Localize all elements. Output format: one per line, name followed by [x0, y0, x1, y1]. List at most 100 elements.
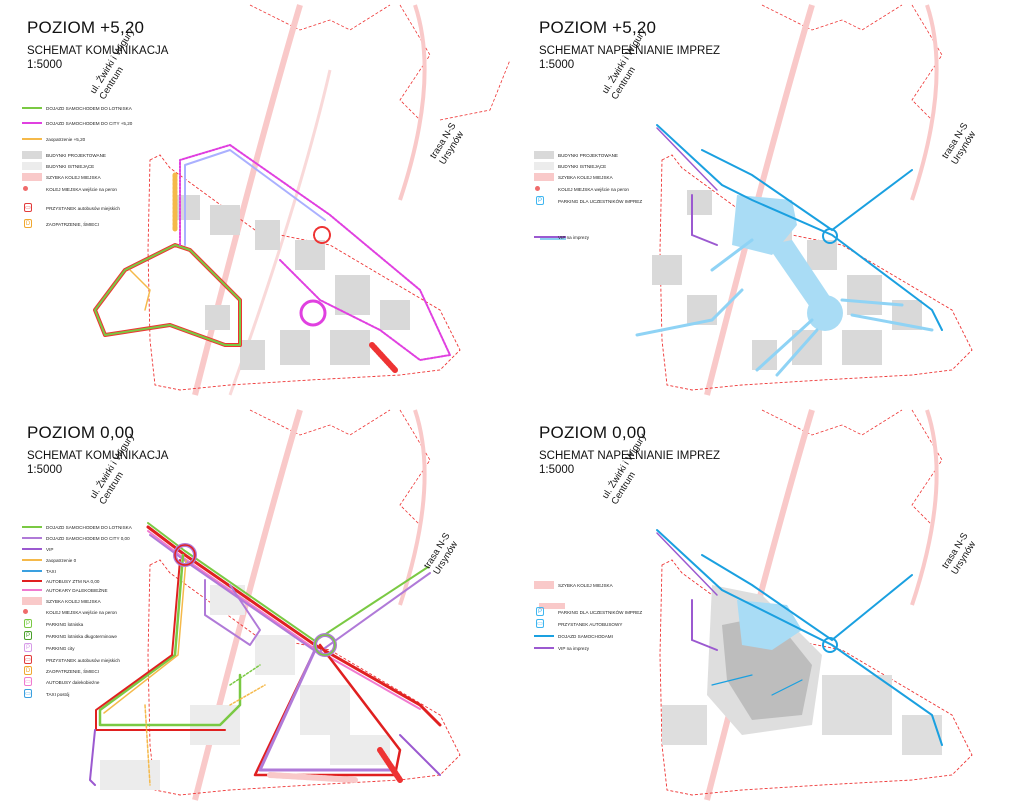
- legend-swatch: P: [22, 619, 42, 629]
- legend-label: PRZYSTANEK autobusów miejskich: [46, 205, 120, 211]
- legend-label: DOJAZD SAMOCHODEM DO CITY 0,00: [46, 535, 130, 541]
- scale-label: 1:5000: [539, 464, 575, 476]
- legend-item: BUDYNKI ISTNIEJĄCE: [22, 160, 94, 172]
- legend-label: VIP na imprezy: [558, 645, 590, 651]
- legend-fill-icon: [22, 173, 42, 181]
- legend-label: BUDYNKI ISTNIEJĄCE: [558, 163, 607, 169]
- legend-label: PARKING DLA UCZESTNIKÓW IMPREZ: [558, 198, 643, 204]
- legend-swatch: D: [22, 666, 42, 676]
- station-entrance-icon: [23, 609, 28, 614]
- legend-label: KOLEJ MIEJSKA wejście na peron: [558, 186, 629, 192]
- legend-item: DOJAZD SAMOCHODEM DO CITY 0,00: [22, 532, 130, 544]
- legend-swatch: [22, 150, 42, 160]
- legend-item: BUDYNKI PROJEKTOWANE: [534, 149, 618, 161]
- legend-label: SZYBKA KOLEJ MIEJSKA: [558, 582, 613, 588]
- legend-line-icon: [22, 580, 42, 582]
- legend-fill-icon: [22, 162, 42, 170]
- legend-label: TAXI postój: [46, 691, 70, 697]
- legend-symbol-icon: P: [24, 619, 32, 628]
- legend-fill-icon: [534, 581, 554, 589]
- legend-swatch: [22, 184, 42, 194]
- scale-label: 1:5000: [27, 59, 63, 71]
- legend-line-icon: [22, 526, 42, 528]
- legend-swatch: [22, 555, 42, 565]
- legend-line-icon: [534, 236, 554, 238]
- legend-item: ▭ AUTOBUSY dalekobieżne: [22, 676, 99, 688]
- site-plan: [540, 4, 973, 396]
- legend-symbol-icon: ▭: [24, 655, 32, 664]
- legend-swatch: [22, 585, 42, 595]
- legend-swatch: ▭: [22, 677, 42, 687]
- legend-swatch: [22, 134, 42, 144]
- station-entrance-icon: [23, 186, 28, 191]
- legend-item: DOJAZD SAMOCHODEM DO LOTNISKA: [22, 102, 132, 114]
- legend-symbol-icon: ▭: [536, 619, 544, 628]
- legend-swatch: [22, 522, 42, 532]
- legend-label: AUTOBUSY ZTM NA 0,00: [46, 578, 100, 584]
- legend-item: DOJAZD SAMOCHODAMI: [534, 630, 613, 642]
- legend-label: zaopatrzenie +5,20: [46, 136, 86, 142]
- legend-swatch: [22, 103, 42, 113]
- legend-label: SZYBKA KOLEJ MIEJSKA: [46, 598, 101, 604]
- legend-swatch: P: [534, 607, 554, 617]
- legend-item: P PARKING lotniska długoterminowe: [22, 630, 117, 642]
- legend-item: zaopatrzenie +5,20: [22, 133, 85, 145]
- legend-label: DOJAZD SAMOCHODEM DO LOTNISKA: [46, 524, 132, 530]
- legend-label: BUDYNKI ISTNIEJĄCE: [46, 163, 95, 169]
- legend-fill-icon: [534, 162, 554, 170]
- legend-line-icon: [22, 537, 42, 539]
- legend-swatch: [22, 172, 42, 182]
- legend-line-icon: [534, 647, 554, 649]
- legend-label: PRZYSTANEK autobusów miejskich: [46, 657, 120, 663]
- legend-item: ▭ PRZYSTANEK autobusów miejskich: [22, 202, 120, 214]
- legend-label: PARKING lotniska długoterminowe: [46, 633, 117, 639]
- legend-swatch: [22, 118, 42, 128]
- legend-fill-icon: [22, 151, 42, 159]
- scheme-subtitle: SCHEMAT NAPEŁNIANIE IMPREZ: [539, 450, 721, 462]
- site-plan: [89, 409, 461, 801]
- legend-swatch: [22, 576, 42, 586]
- panel-level-000-traffic: POZIOM 0,00 SCHEMAT KOMUNIKACJA 1:5000 u…: [0, 405, 512, 810]
- legend-label: ZAOPATRZENIE, ŚMIECI: [46, 221, 99, 227]
- legend-swatch: ▭: [22, 689, 42, 699]
- station-entrance-icon: [535, 186, 540, 191]
- legend-label: ZAOPATRZENIE, ŚMIECI: [46, 668, 99, 674]
- legend-swatch: D: [22, 219, 42, 229]
- legend-label: AUTOBUSY dalekobieżne: [46, 679, 100, 685]
- legend-item: VIP: [22, 543, 53, 555]
- legend-item: DOJAZD SAMOCHODEM DO CITY +5,20: [22, 117, 132, 129]
- legend-line-icon: [22, 138, 42, 140]
- legend-item: KOLEJ MIEJSKA wejście na peron: [534, 183, 629, 195]
- legend-symbol-icon: D: [24, 219, 32, 228]
- legend-label: SZYBKA KOLEJ MIEJSKA: [46, 174, 101, 180]
- legend-item: BUDYNKI PROJEKTOWANE: [22, 149, 106, 161]
- legend-item: ▭PRZYSTANEK AUTOBUSOWY: [534, 618, 622, 630]
- legend-swatch: [22, 161, 42, 171]
- legend-item: ▭ PRZYSTANEK autobusów miejskich: [22, 654, 120, 666]
- legend-label: TAXI: [46, 568, 56, 574]
- legend-line-icon: [534, 635, 554, 637]
- legend-fill-icon: [534, 151, 554, 159]
- legend-swatch: [22, 533, 42, 543]
- scheme-subtitle: SCHEMAT NAPEŁNIANIE IMPREZ: [539, 45, 721, 57]
- legend-symbol-icon: P: [24, 631, 32, 640]
- legend-label: KOLEJ MIEJSKA wejście na peron: [46, 609, 117, 615]
- legend-line-icon: [22, 122, 42, 124]
- page-title: POZIOM +5,20: [539, 18, 657, 37]
- legend-swatch: ▭: [534, 619, 554, 629]
- legend-swatch: ▭: [22, 203, 42, 213]
- page-title: POZIOM 0,00: [539, 423, 647, 442]
- site-plan: [93, 4, 511, 396]
- legend-line-icon: [22, 570, 42, 572]
- legend-label: VIP na imprezy: [558, 234, 590, 240]
- legend-item: VIP na imprezy: [534, 231, 589, 243]
- legend-swatch: ▭: [22, 655, 42, 665]
- scale-label: 1:5000: [27, 464, 63, 476]
- legend-item: SZYBKA KOLEJ MIEJSKA: [534, 171, 613, 183]
- legend-item: D ZAOPATRZENIE, ŚMIECI: [22, 218, 99, 230]
- legend-symbol-icon: ▭: [24, 689, 32, 698]
- legend-label: VIP: [46, 546, 54, 552]
